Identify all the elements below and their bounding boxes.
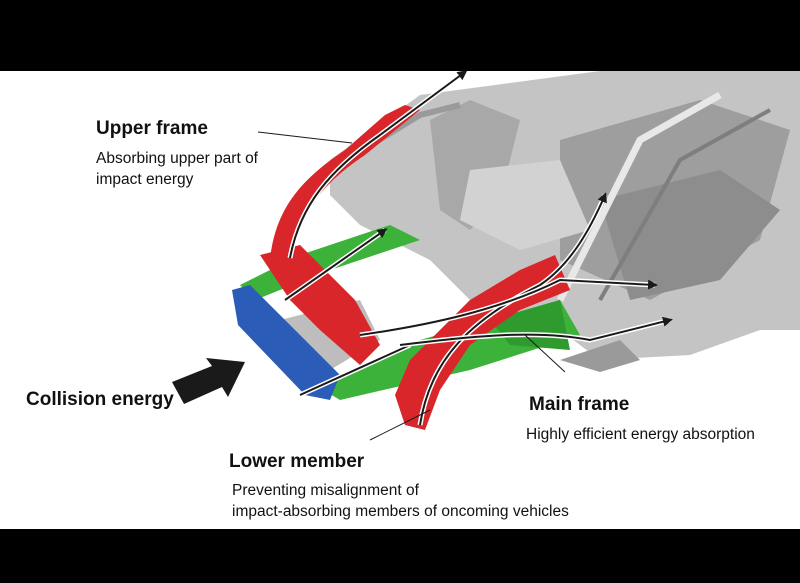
main-frame-desc: Highly efficient energy absorption <box>526 426 755 443</box>
letterbox-top <box>0 0 800 71</box>
diagram-panel <box>0 71 800 529</box>
upper-frame-desc-line2: impact energy <box>96 171 194 188</box>
lower-member-desc-line1: Preventing misalignment of <box>232 482 419 499</box>
energy-flow-arrows <box>283 71 673 426</box>
collision-energy-title: Collision energy <box>26 389 174 410</box>
main-frame-title: Main frame <box>529 394 630 415</box>
leader-lines <box>257 131 566 441</box>
chassis-illustration <box>172 71 800 441</box>
collision-arrow-icon <box>172 358 245 404</box>
letterbox-bottom <box>0 529 800 583</box>
upper-frame-red <box>260 105 570 430</box>
upper-frame-title: Upper frame <box>96 118 208 139</box>
bumper-beam <box>232 285 340 400</box>
lower-member-desc-line2: impact-absorbing members of oncoming veh… <box>232 503 569 520</box>
upper-frame-desc-line1: Absorbing upper part of <box>96 150 258 167</box>
lower-member-title: Lower member <box>229 451 365 472</box>
